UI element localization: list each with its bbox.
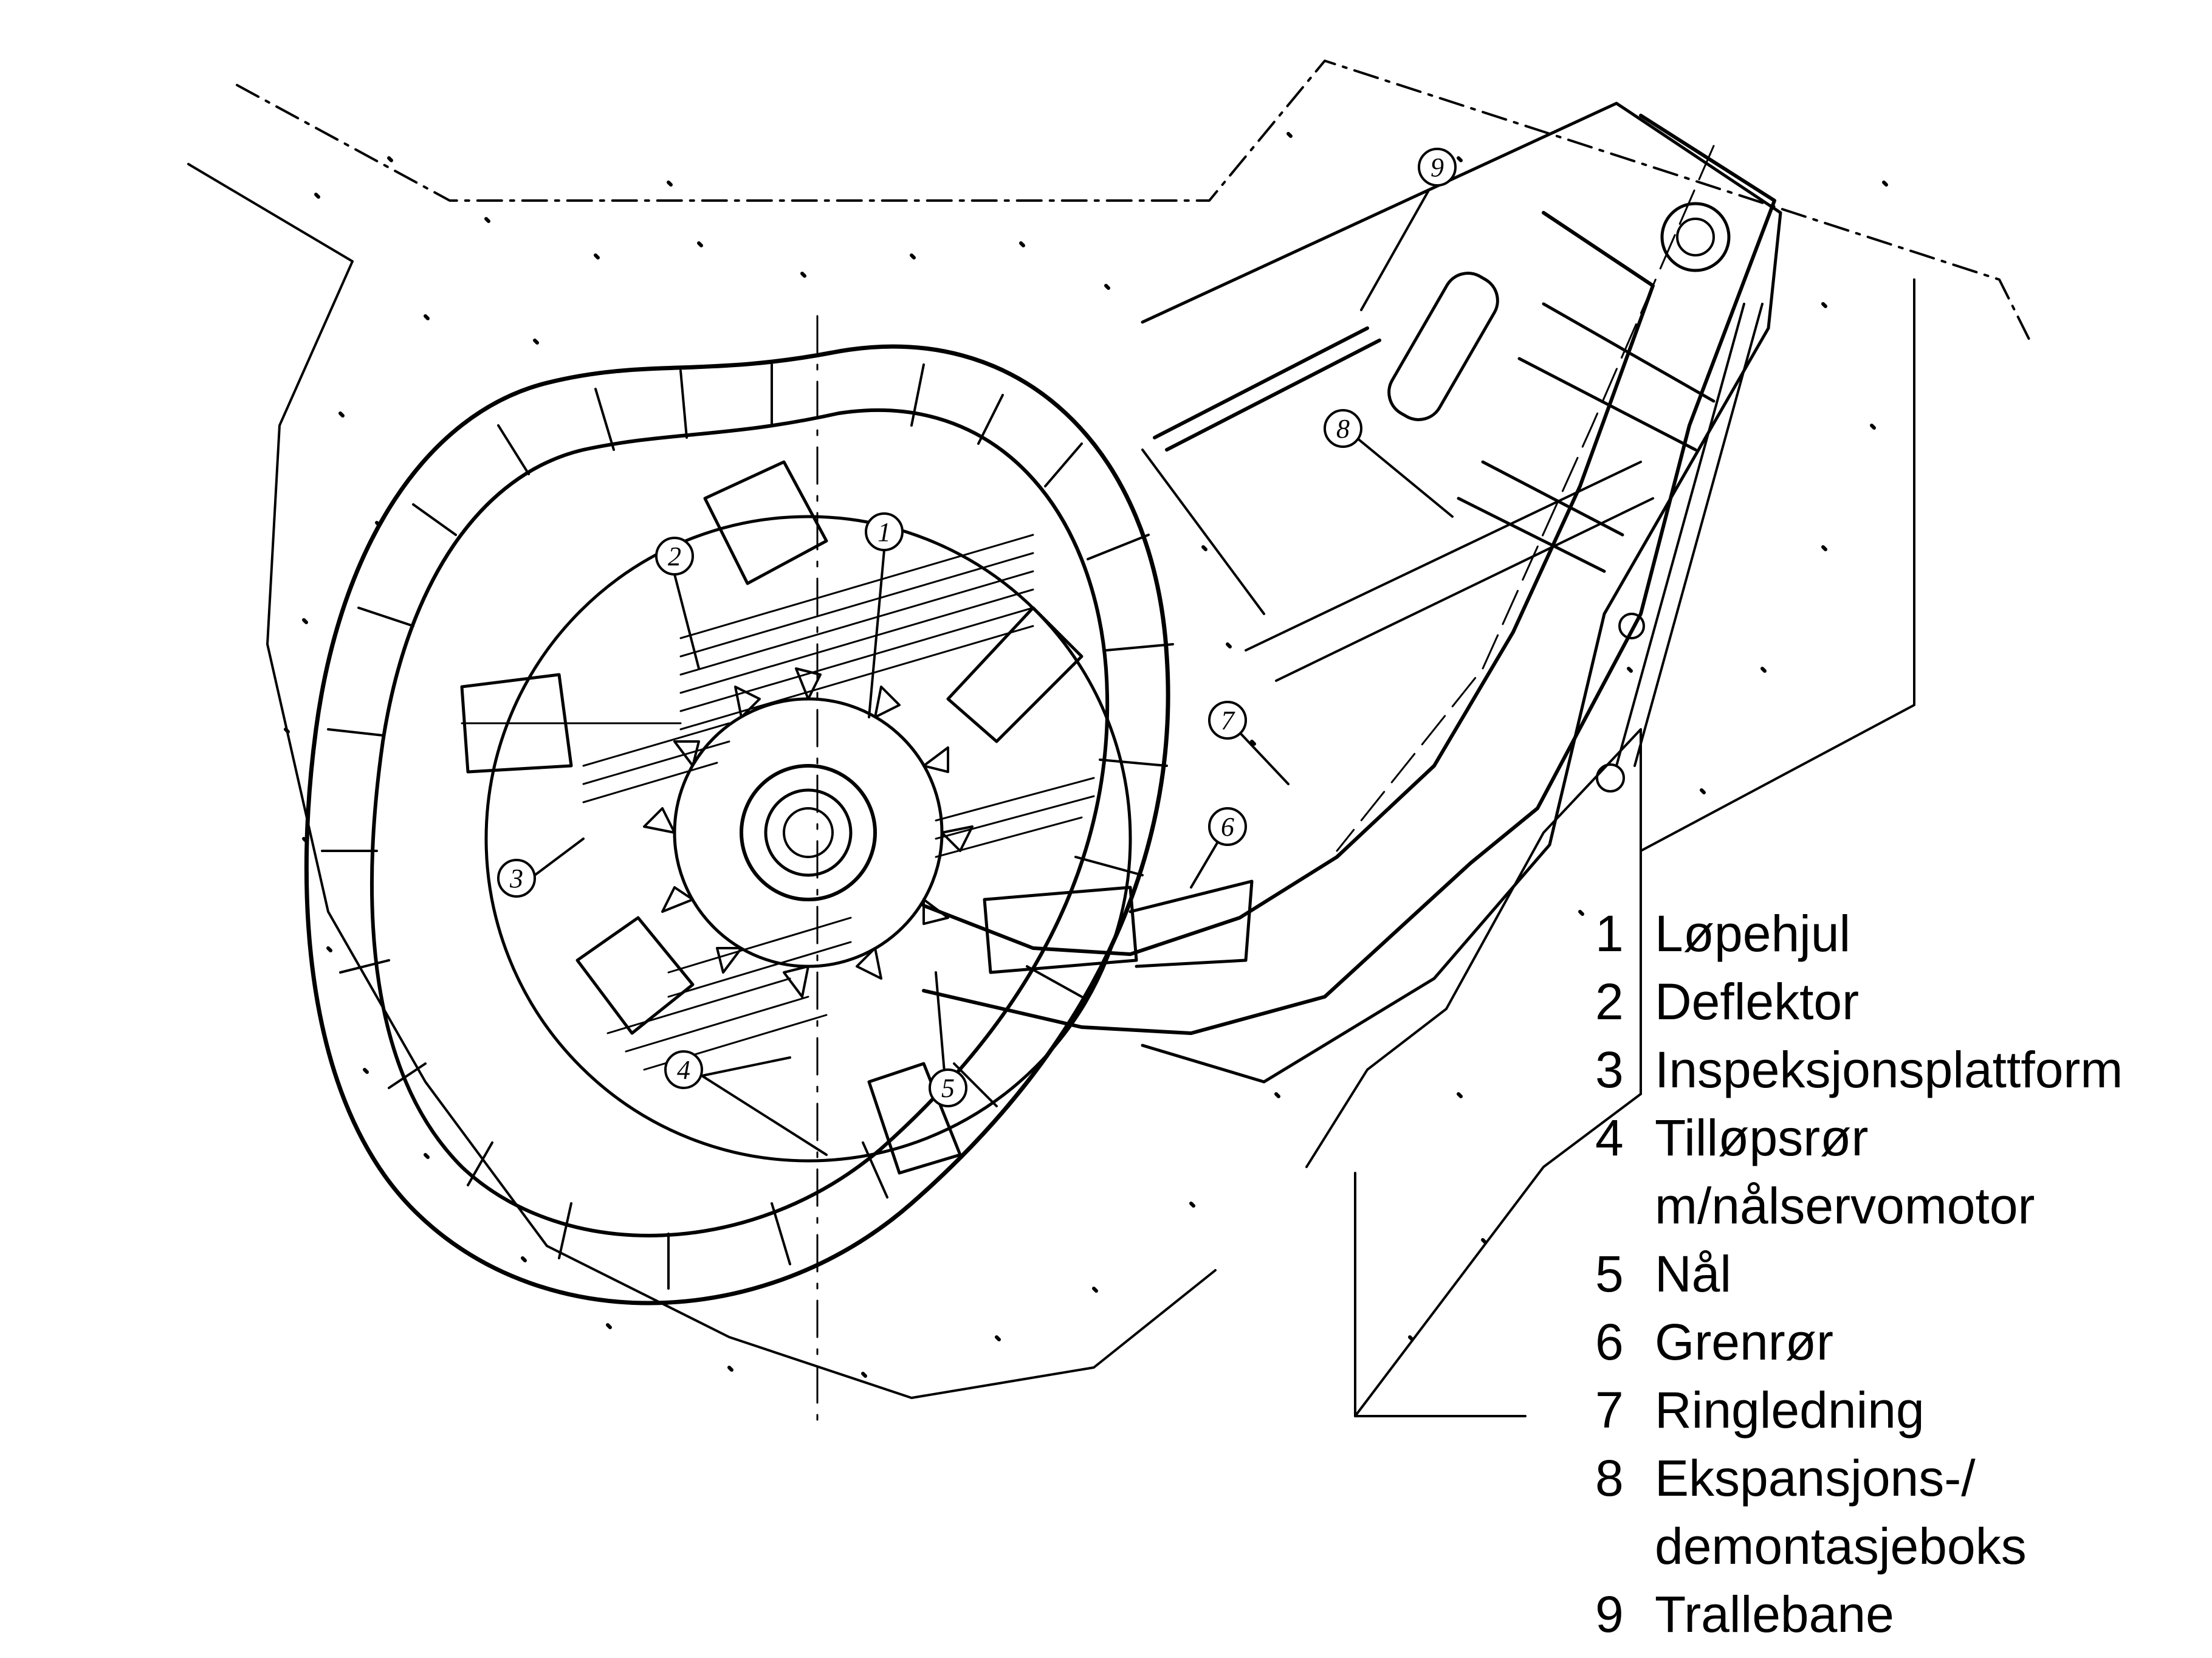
callout-3-label: 3	[509, 864, 523, 893]
rock-boundary	[236, 60, 2031, 342]
callout-4-label: 4	[677, 1055, 690, 1085]
legend-number: 5	[1595, 1245, 1624, 1302]
legend-item-2: 2 Deflektor	[1595, 968, 2203, 1036]
runner	[643, 667, 974, 998]
legend-number: 6	[1595, 1313, 1624, 1371]
expansion-box-bands	[1457, 302, 1716, 573]
legend-label: Nål	[1655, 1245, 1732, 1302]
legend-number: 9	[1595, 1586, 1624, 1643]
penstock-pipe	[922, 114, 1776, 1035]
callout-4: 4	[664, 1050, 703, 1089]
cavern-corner	[1354, 1172, 1527, 1417]
leader-lines	[534, 190, 1454, 1156]
legend-label: Tilløpsrør	[1655, 1109, 1869, 1166]
legend-label: Trallebane	[1655, 1586, 1894, 1643]
tunnel-outline	[1141, 101, 1782, 1084]
legend-item-8-continuation: demontasjeboks	[1595, 1512, 2203, 1580]
penstock-centerline	[1336, 145, 1715, 852]
legend-item-8: 8 Ekspansjons-/	[1595, 1444, 2203, 1512]
rock-stipple	[284, 132, 1888, 1378]
callout-5-label: 5	[941, 1073, 955, 1103]
tunnel-lines	[1141, 449, 1654, 682]
callout-2: 2	[655, 537, 694, 576]
legend-label-continuation: m/nålservomotor	[1655, 1177, 2035, 1234]
callout-8-label: 8	[1336, 414, 1350, 444]
legend-item-6: 6 Grenrør	[1595, 1308, 2203, 1376]
legend-item-7: 7 Ringledning	[1595, 1376, 2203, 1444]
legend-number: 3	[1595, 1041, 1624, 1098]
legend: 1 Løpehjul 2 Deflektor 3 Inspeksjonsplat…	[1595, 900, 2203, 1648]
legend-label: Grenrør	[1655, 1313, 1833, 1371]
legend-label-continuation: demontasjeboks	[1655, 1518, 2027, 1575]
callout-1-label: 1	[878, 517, 891, 547]
callout-9-label: 9	[1431, 153, 1444, 182]
trolley-rail	[1153, 326, 1381, 452]
legend-item-5: 5 Nål	[1595, 1240, 2203, 1308]
hatched-floor	[582, 534, 1095, 1071]
injector-pipes	[460, 460, 1254, 1175]
servo-rod	[1615, 303, 1764, 767]
callout-5: 5	[929, 1068, 967, 1107]
callout-7: 7	[1208, 701, 1247, 740]
legend-number: 1	[1595, 905, 1624, 962]
legend-number: 7	[1595, 1381, 1624, 1439]
legend-item-4: 4 Tilløpsrør	[1595, 1104, 2203, 1172]
ring-pipe-inner	[370, 408, 1110, 1237]
legend-label: Deflektor	[1655, 973, 1860, 1030]
legend-number: 8	[1595, 1450, 1624, 1507]
callout-8: 8	[1324, 409, 1362, 448]
callout-9: 9	[1418, 148, 1457, 187]
cavern-wall	[187, 163, 1217, 1399]
legend-label: Inspeksjonsplattform	[1655, 1041, 2123, 1098]
callout-6: 6	[1208, 807, 1247, 846]
callout-1: 1	[865, 512, 904, 551]
legend-label: Løpehjul	[1655, 905, 1851, 962]
legend-item-3: 3 Inspeksjonsplattform	[1595, 1036, 2203, 1104]
legend-item-9: 9 Trallebane	[1595, 1580, 2203, 1648]
ring-pipe-outer	[304, 344, 1170, 1305]
hatch-cover	[1660, 202, 1731, 272]
legend-label: Ekspansjons-/	[1655, 1450, 1976, 1507]
callouts: 1 2 3 4 5 6 7 8	[497, 148, 1457, 1107]
trolley	[1387, 272, 1499, 421]
legend-item-4-continuation: m/nålservomotor	[1595, 1172, 2203, 1240]
callout-2-label: 2	[668, 542, 681, 571]
callout-7-label: 7	[1221, 706, 1235, 735]
callout-3: 3	[497, 859, 536, 898]
legend-item-1: 1 Løpehjul	[1595, 900, 2203, 968]
callout-6-label: 6	[1221, 812, 1234, 842]
cavern-wall-right	[1640, 278, 1915, 1095]
turbine-pit	[484, 515, 1132, 1163]
legend-number: 2	[1595, 973, 1624, 1030]
legend-number: 4	[1595, 1109, 1624, 1166]
ring-segments	[321, 363, 1174, 1290]
cavern-wall-lower-right	[1305, 728, 1642, 1417]
legend-label: Ringledning	[1655, 1381, 1925, 1439]
penstock-pipe-inner	[922, 211, 1655, 956]
